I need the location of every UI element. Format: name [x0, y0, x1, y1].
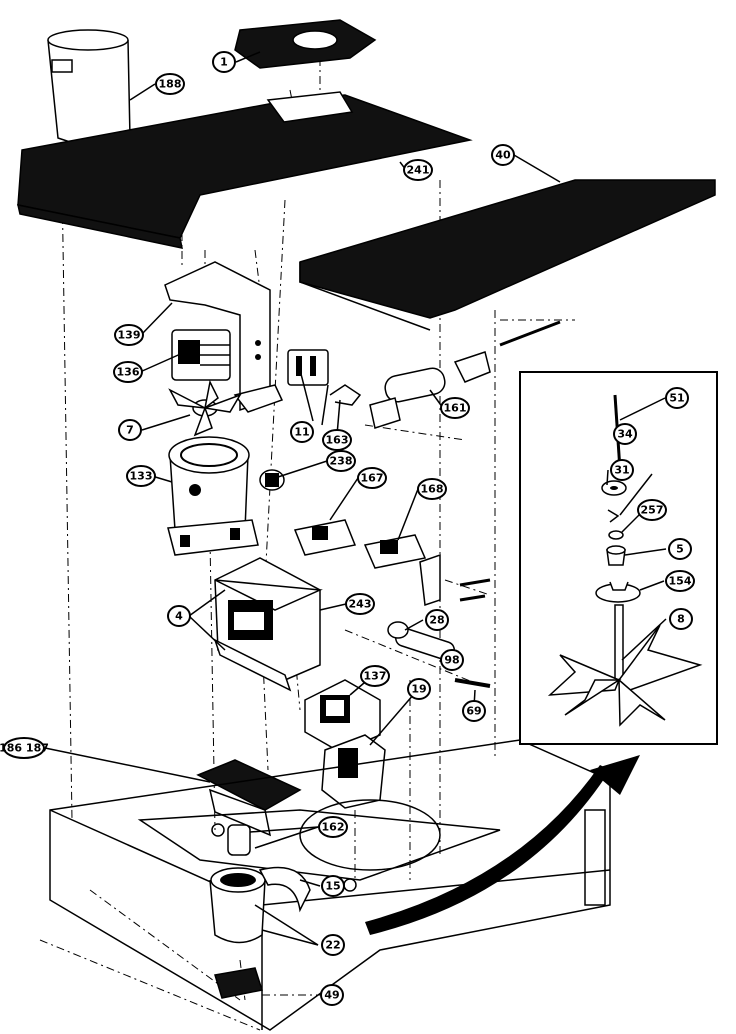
- callout-bubble-8: [669, 608, 693, 630]
- callout-bubble-5: [668, 538, 692, 560]
- callout-bubble-163: [322, 429, 352, 451]
- callout-bubble-257: [637, 499, 667, 521]
- cylinder-duct-part: [47, 29, 131, 146]
- callout-label-51: 51: [669, 392, 684, 405]
- callout-label-167: 167: [361, 472, 384, 485]
- callout-bubble-243: [345, 593, 375, 615]
- callout-label-69: 69: [466, 705, 481, 718]
- callout-bubble-241: [403, 159, 433, 181]
- callout-label-257: 257: [641, 504, 664, 517]
- callout-label-186-187: 186 187: [0, 742, 49, 755]
- transformer-part: [213, 557, 323, 692]
- thermostat-part: [259, 469, 285, 491]
- curved-arrow: [365, 755, 640, 935]
- callout-label-133: 133: [130, 470, 153, 483]
- callout-bubble-40: [491, 144, 515, 166]
- callout-bubble-49: [320, 984, 344, 1006]
- callout-label-11: 11: [294, 426, 309, 439]
- callout-label-154: 154: [669, 575, 692, 588]
- callout-bubble-162: [318, 816, 348, 838]
- motor-bracket-part: [164, 261, 284, 413]
- callout-label-40: 40: [495, 149, 511, 162]
- capacitor-part: [209, 867, 266, 944]
- top-plate-part: [234, 19, 377, 69]
- callout-bubble-168: [417, 478, 447, 500]
- callout-bubble-7: [118, 419, 142, 441]
- callout-bubble-1: [212, 51, 236, 73]
- control-relay-part: [304, 679, 381, 753]
- callout-bubble-238: [326, 450, 356, 472]
- fan-motor-part: [171, 329, 231, 381]
- heater-tube-part: [369, 320, 561, 429]
- callout-label-22: 22: [325, 939, 340, 952]
- callout-bubble-186-187: [3, 737, 45, 759]
- callout-label-98: 98: [444, 654, 459, 667]
- callout-bubble-188: [155, 73, 185, 95]
- callout-bubble-31: [610, 459, 634, 481]
- callout-label-163: 163: [326, 434, 349, 447]
- callout-bubble-11: [290, 421, 314, 443]
- callout-label-238: 238: [330, 455, 353, 468]
- callout-label-136: 136: [117, 366, 140, 379]
- right-side-panel: [299, 179, 716, 331]
- callout-label-4: 4: [175, 610, 183, 623]
- callout-bubble-98: [440, 649, 464, 671]
- callout-label-162: 162: [322, 821, 345, 834]
- leader-lines: [44, 51, 667, 946]
- callout-bubble-167: [357, 467, 387, 489]
- fan-blade-part: [168, 379, 242, 437]
- igniter-part: [387, 621, 455, 661]
- callout-label-168: 168: [421, 483, 444, 496]
- relay-part-167: [293, 519, 357, 556]
- callout-label-49: 49: [324, 989, 339, 1002]
- callout-bubble-4: [167, 605, 191, 627]
- callout-bubble-161: [440, 397, 470, 419]
- callout-label-243: 243: [349, 598, 372, 611]
- terminal-block-part: [214, 967, 263, 999]
- screw-parts: [454, 578, 491, 688]
- callout-label-188: 188: [159, 78, 182, 91]
- callout-bubble-137: [360, 665, 390, 687]
- callout-label-34: 34: [617, 428, 633, 441]
- callout-label-19: 19: [411, 683, 426, 696]
- callout-label-161: 161: [444, 402, 467, 415]
- switch-block-part: [287, 349, 329, 386]
- callout-bubble-154: [665, 570, 695, 592]
- callout-label-28: 28: [429, 614, 444, 627]
- callout-label-1: 1: [220, 56, 228, 69]
- callout-label-7: 7: [126, 424, 134, 437]
- top-cover-panel: [17, 91, 473, 249]
- callout-bubble-34: [613, 423, 637, 445]
- callout-label-137: 137: [364, 670, 387, 683]
- wire-connector-part: [227, 824, 251, 856]
- callout-label-31: 31: [614, 464, 629, 477]
- callout-label-139: 139: [118, 329, 141, 342]
- fan-housing-part: [167, 436, 259, 556]
- callout-bubble-19: [407, 678, 431, 700]
- callout-bubble-139: [114, 324, 144, 346]
- callout-bubble-133: [126, 465, 156, 487]
- callout-bubble-136: [113, 361, 143, 383]
- callout-bubble-22: [321, 934, 345, 956]
- part-number-callouts: 1 188 241 40 139 136 7 11 163 161 133 238 167 168 4 243…: [0, 51, 695, 1006]
- callout-bubble-28: [425, 609, 449, 631]
- solenoid-part: [321, 734, 386, 809]
- relay-part-168: [363, 534, 441, 607]
- callout-bubble-15: [321, 875, 345, 897]
- callout-label-15: 15: [325, 880, 340, 893]
- capacitor-strap-part: [258, 866, 311, 913]
- callout-label-241: 241: [407, 164, 430, 177]
- bottom-bracket-part: [196, 759, 302, 837]
- callout-label-8: 8: [677, 613, 685, 626]
- callout-label-5: 5: [676, 543, 684, 556]
- callout-bubble-51: [665, 387, 689, 409]
- callout-bubble-69: [462, 700, 486, 722]
- clip-part: [329, 384, 362, 406]
